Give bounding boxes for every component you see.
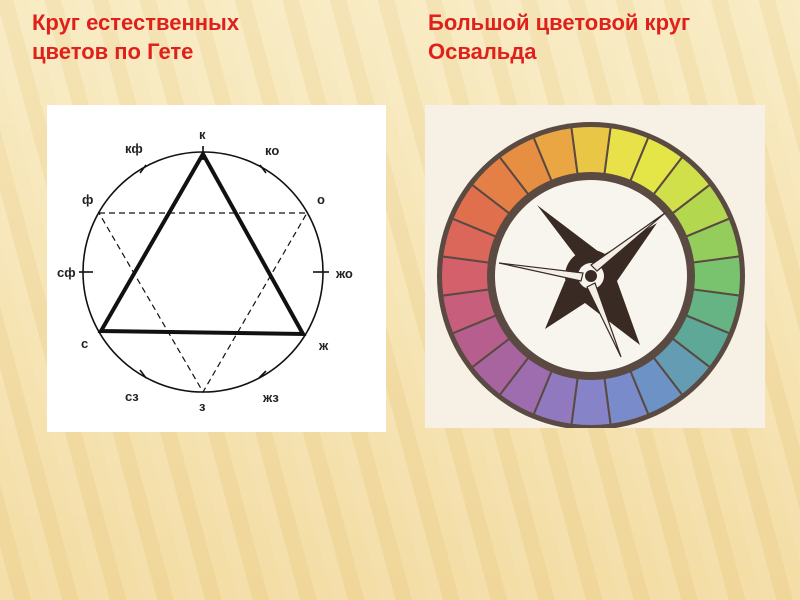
label-s: с: [81, 336, 88, 351]
ostwald-title: Большой цветовой круг Освальда: [428, 8, 690, 66]
goethe-diagram: к ко о жо ж жз з сз с сф ф кф: [57, 127, 353, 414]
label-sz: сз: [125, 389, 139, 404]
label-zho: жо: [335, 266, 353, 281]
tick-kf: [139, 164, 147, 174]
label-z: з: [199, 399, 206, 414]
color-segment: [570, 125, 612, 176]
tick-marks: [79, 146, 329, 379]
tick-ko: [259, 164, 267, 174]
ostwald-diagram: [437, 122, 745, 428]
label-zhz: жз: [262, 390, 279, 405]
ostwald-title-line1: Большой цветовой круг: [428, 10, 691, 35]
label-sf: сф: [57, 265, 76, 280]
goethe-title-line1: Круг естественных: [32, 10, 240, 35]
tick-zhz: [258, 370, 267, 379]
label-k: к: [199, 127, 206, 142]
goethe-diagram-panel: к ко о жо ж жз з сз с сф ф кф: [47, 105, 386, 432]
goethe-title-line2: цветов по Гете: [32, 39, 194, 64]
tick-sz: [139, 369, 147, 379]
light-needle: [590, 212, 666, 272]
label-f: ф: [82, 192, 93, 207]
dashed-triangle: [97, 212, 309, 394]
color-ring: [440, 125, 742, 427]
bold-triangle: [97, 149, 307, 337]
label-ko: ко: [265, 143, 279, 158]
light-needle: [498, 262, 584, 282]
goethe-title: Круг естественных цветов по Гете: [32, 8, 239, 66]
center-dot: [585, 270, 597, 282]
ostwald-diagram-panel: [425, 105, 765, 428]
label-o: о: [317, 192, 325, 207]
star-figure: [498, 205, 666, 358]
ostwald-title-line2: Освальда: [428, 39, 537, 64]
goethe-circle: [82, 151, 324, 393]
label-kf: кф: [125, 141, 143, 156]
label-zh: ж: [318, 338, 329, 353]
light-needle: [586, 282, 622, 358]
